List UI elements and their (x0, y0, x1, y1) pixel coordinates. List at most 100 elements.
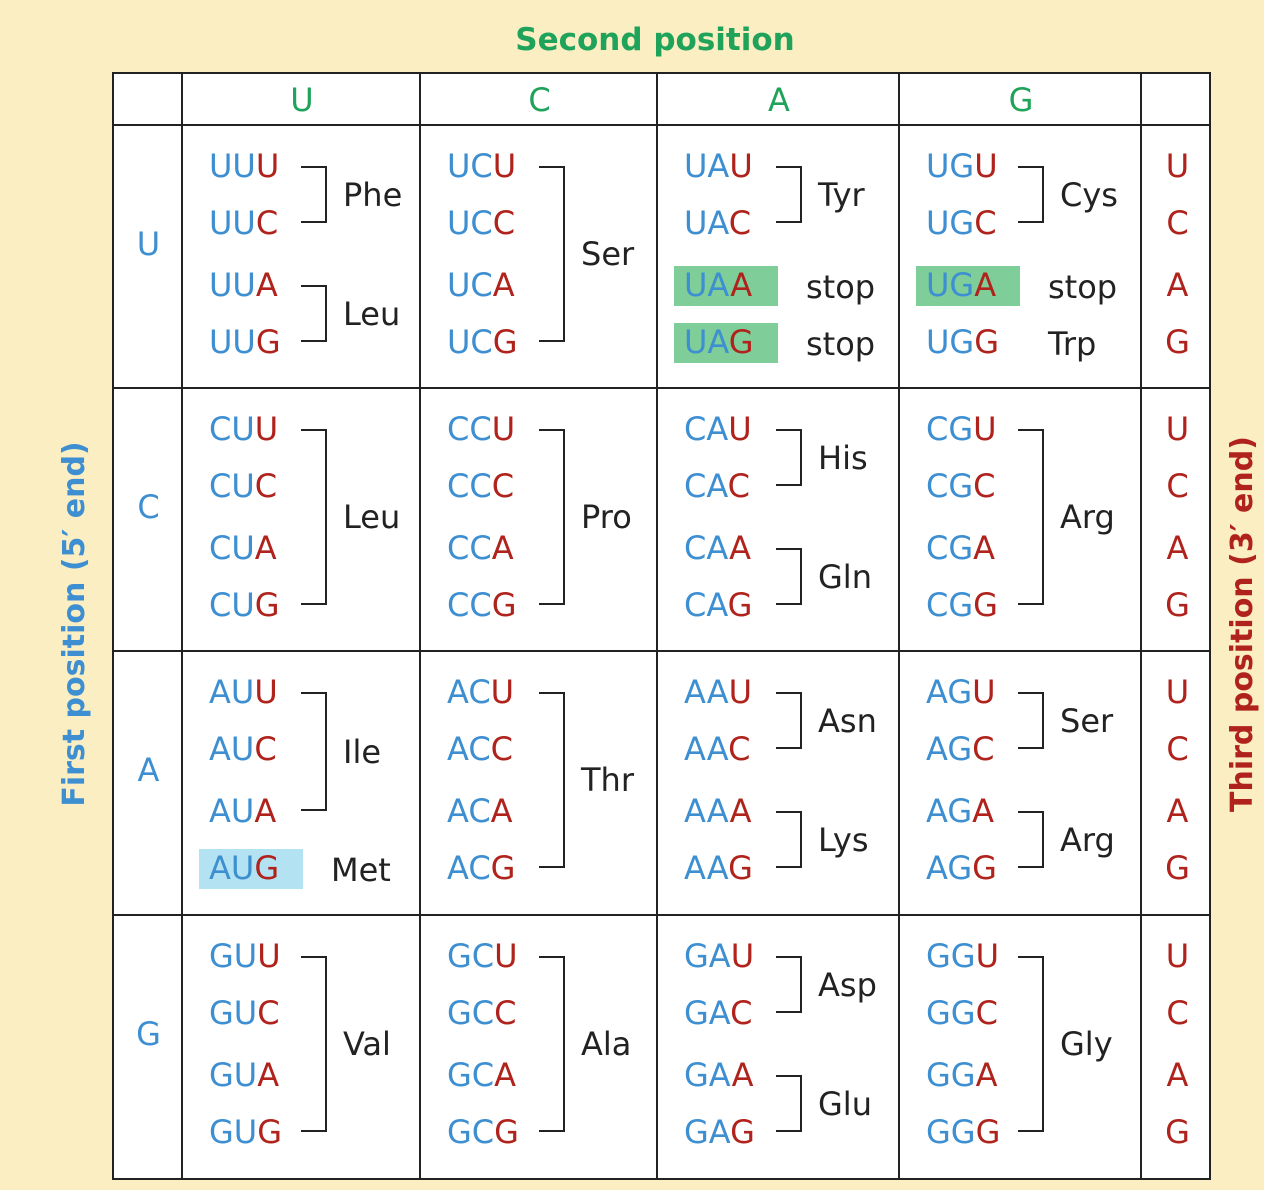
codon-group-bracket (1018, 811, 1044, 868)
codon: GUU (209, 937, 281, 975)
amino-acid-label: Gln (818, 557, 872, 596)
codon: CAG (684, 586, 753, 624)
third-position-base: C (1166, 994, 1189, 1032)
amino-acid-label: Tyr (818, 175, 865, 214)
third-position-base: G (1165, 323, 1190, 361)
codon-group-bracket (1018, 956, 1044, 1132)
codon-group-bracket (1018, 429, 1044, 605)
codon: CUG (209, 586, 280, 624)
stop-codon-highlight (674, 323, 778, 363)
grid-hline (114, 124, 1209, 126)
amino-acid-label: Asn (818, 701, 877, 740)
grid-hline (114, 650, 1209, 652)
codon: GUC (209, 994, 280, 1032)
codon: UAU (684, 147, 753, 185)
codon: UCC (447, 204, 516, 242)
codon-group-bracket (539, 956, 565, 1132)
first-position-base: U (136, 225, 161, 263)
third-position-base: U (1165, 147, 1190, 185)
codon: CGU (926, 410, 997, 448)
codon: AGU (926, 673, 996, 711)
codon: UCU (447, 147, 517, 185)
third-position-base: C (1166, 204, 1189, 242)
codon: UUC (209, 204, 279, 242)
amino-acid-label: Phe (343, 175, 403, 214)
amino-acid-label: Pro (581, 498, 632, 536)
codon-group-bracket (539, 166, 565, 342)
codon: GCG (447, 1113, 519, 1151)
codon-group-bracket (776, 548, 802, 605)
codon: AGA (926, 792, 995, 830)
amino-acid-label: Ser (1060, 701, 1114, 740)
codon: AUA (209, 792, 277, 830)
codon: UUA (209, 266, 278, 304)
codon: GAG (684, 1113, 755, 1151)
amino-acid-label: Cys (1060, 175, 1118, 214)
codon-group-bracket (301, 956, 327, 1132)
third-position-base: G (1165, 586, 1190, 624)
codon-group-bracket (301, 429, 327, 605)
codon: GAU (684, 937, 755, 975)
codon: UAG (684, 323, 754, 361)
codon: GGA (926, 1056, 998, 1094)
codon: GCC (447, 994, 517, 1032)
codon: UCG (447, 323, 518, 361)
third-position-base: A (1166, 792, 1189, 830)
codon: CCC (447, 467, 515, 505)
codon: CGC (926, 467, 996, 505)
second-position-base: U (290, 81, 314, 119)
stop-label: stop (806, 325, 876, 363)
first-position-base: G (136, 1015, 161, 1053)
third-position-base: C (1166, 730, 1189, 768)
codon-group-bracket (301, 692, 327, 811)
grid-hline (114, 914, 1209, 916)
grid-vline (419, 74, 421, 1178)
codon: UCA (447, 266, 515, 304)
amino-acid-label: His (818, 438, 868, 477)
amino-acid-label: Gly (1060, 1025, 1113, 1063)
codon: UGU (926, 147, 998, 185)
codon: UUG (209, 323, 281, 361)
amino-acid-label: Met (331, 851, 391, 889)
codon-group-bracket (539, 429, 565, 605)
codon: ACG (447, 849, 516, 887)
amino-acid-label: Asp (818, 965, 877, 1004)
stop-label: stop (806, 268, 876, 306)
second-position-base: A (768, 81, 790, 119)
codon: GUA (209, 1056, 280, 1094)
grid-vline (898, 74, 900, 1178)
grid-vline (181, 74, 183, 1178)
third-position-base: A (1166, 266, 1189, 304)
third-position-base: U (1165, 673, 1190, 711)
codon: AGC (926, 730, 995, 768)
codon: UAC (684, 204, 752, 242)
codon: GCU (447, 937, 518, 975)
codon: AUU (209, 673, 278, 711)
codon: AAC (684, 730, 751, 768)
codon: AAA (684, 792, 752, 830)
grid-vline (656, 74, 658, 1178)
codon: ACC (447, 730, 514, 768)
codon-group-bracket (776, 429, 802, 486)
third-position-base: G (1165, 1113, 1190, 1151)
amino-acid-label: Glu (818, 1084, 872, 1123)
codon: CCG (447, 586, 517, 624)
amino-acid-label: Arg (1060, 498, 1115, 536)
first-position-base: A (137, 751, 160, 789)
start-codon-highlight (199, 849, 303, 889)
third-position-base: U (1165, 410, 1190, 448)
codon: UAA (684, 266, 753, 304)
codon-group-bracket (776, 956, 802, 1013)
grid-vline (1140, 74, 1142, 1178)
codon: CAC (684, 467, 751, 505)
third-position-title: Third position (3′ end) (1225, 436, 1260, 812)
codon: GGU (926, 937, 1000, 975)
codon: UGG (926, 323, 1000, 361)
first-position-base: C (137, 488, 160, 526)
amino-acid-label: Trp (1048, 325, 1097, 363)
codon: GGG (926, 1113, 1001, 1151)
amino-acid-label: Ala (581, 1025, 632, 1063)
codon: CAU (684, 410, 752, 448)
amino-acid-label: Val (343, 1025, 391, 1063)
